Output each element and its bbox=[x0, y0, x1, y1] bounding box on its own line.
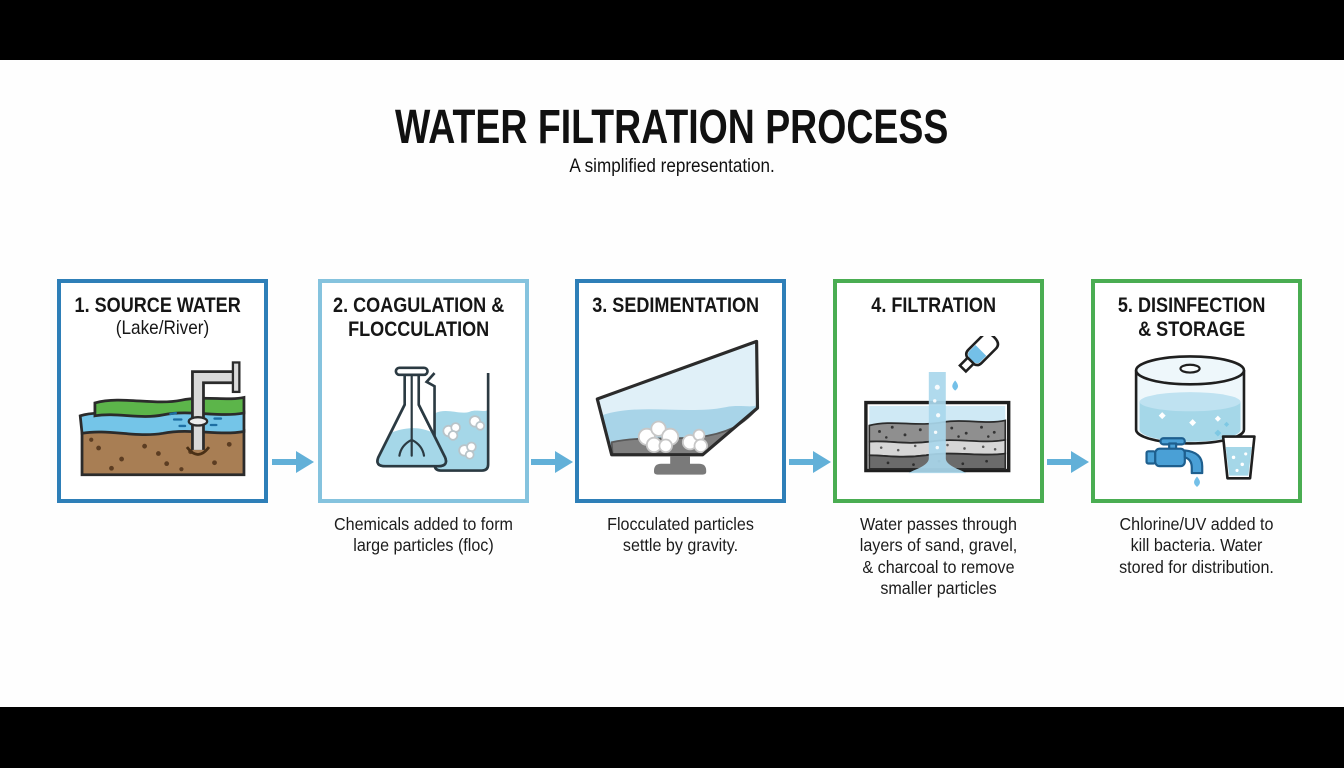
arrow-right-icon bbox=[530, 449, 574, 475]
step-5-caption: Chlorine/UV added to kill bacteria. Wate… bbox=[1119, 514, 1274, 577]
arrow-right-icon bbox=[788, 449, 832, 475]
step-box-2: 2. COAGULATION & FLOCCULATION bbox=[318, 279, 529, 503]
coagulation-flocculation-icon bbox=[375, 366, 489, 472]
step-disinfection-storage: 5. DISINFECTION & STORAGE bbox=[1091, 279, 1302, 578]
page-subtitle: A simplified representation. bbox=[569, 156, 775, 177]
step-box-4: 4. FILTRATION bbox=[833, 279, 1044, 503]
step-coagulation-flocculation: 2. COAGULATION & FLOCCULATION bbox=[318, 279, 529, 557]
disinfection-storage-icon bbox=[1134, 355, 1256, 488]
arrow-right-icon bbox=[271, 449, 315, 475]
letterbox-top bbox=[0, 0, 1344, 60]
step-sedimentation: 3. SEDIMENTATION bbox=[575, 279, 786, 557]
source-water-icon bbox=[78, 361, 245, 477]
step-5-heading: 5. DISINFECTION & STORAGE bbox=[1117, 293, 1266, 342]
page-title: WATER FILTRATION PROCESS bbox=[395, 101, 949, 154]
step-filtration: 4. FILTRATION bbox=[833, 279, 1044, 599]
step-source-water: 1. SOURCE WATER (Lake/River) bbox=[57, 279, 268, 503]
filtration-icon bbox=[863, 335, 1010, 473]
step-2-heading: 2. COAGULATION & FLOCCULATION bbox=[332, 293, 505, 342]
step-box-1: 1. SOURCE WATER (Lake/River) bbox=[57, 279, 268, 503]
step-3-heading: 3. SEDIMENTATION bbox=[591, 293, 759, 317]
sedimentation-icon bbox=[595, 339, 759, 475]
step-2-caption: Chemicals added to form large particles … bbox=[334, 514, 513, 556]
step-box-5: 5. DISINFECTION & STORAGE bbox=[1091, 279, 1302, 503]
step-4-caption: Water passes through layers of sand, gra… bbox=[859, 514, 1018, 599]
step-3-caption: Flocculated particles settle by gravity. bbox=[607, 514, 754, 556]
infographic-canvas: WATER FILTRATION PROCESS A simplified re… bbox=[0, 60, 1344, 707]
letterbox-bottom bbox=[0, 707, 1344, 768]
step-1-subheading: (Lake/River) bbox=[115, 317, 210, 340]
arrow-right-icon bbox=[1046, 449, 1090, 475]
step-1-heading: 1. SOURCE WATER bbox=[74, 293, 241, 317]
step-box-3: 3. SEDIMENTATION bbox=[575, 279, 786, 503]
step-4-heading: 4. FILTRATION bbox=[871, 293, 996, 317]
